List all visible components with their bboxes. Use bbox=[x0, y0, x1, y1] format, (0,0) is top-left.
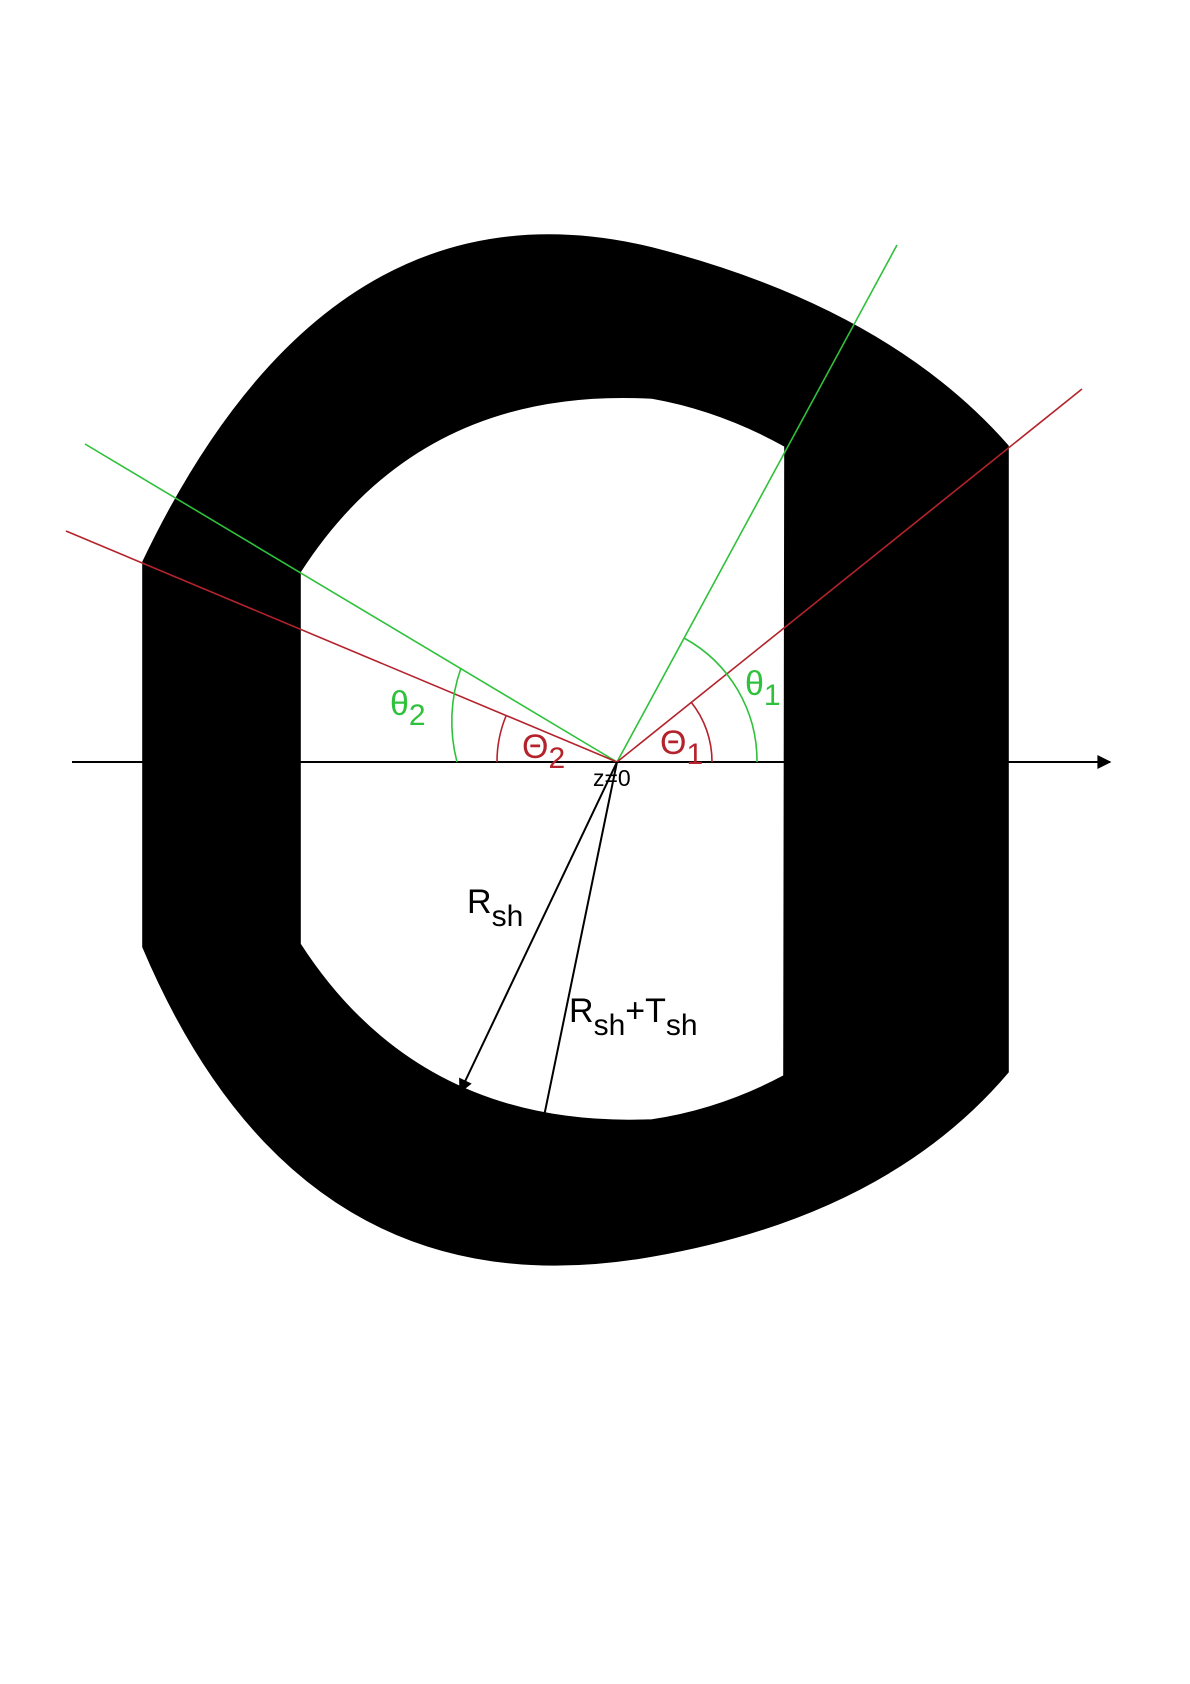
theta1-green-line bbox=[616, 244, 898, 763]
theta1-sub: 1 bbox=[764, 679, 781, 712]
Theta1-base: Θ bbox=[660, 724, 686, 762]
outer-radius-base: R bbox=[569, 992, 594, 1030]
Theta2-label: Θ2 bbox=[522, 728, 565, 775]
theta1-label: θ1 bbox=[745, 665, 781, 712]
theta2-sub: 2 bbox=[409, 699, 426, 732]
Theta2-sub: 2 bbox=[548, 742, 565, 775]
outer-radius-arrow bbox=[509, 761, 618, 1264]
theta2-base: θ bbox=[390, 685, 409, 723]
Theta1-sub: 1 bbox=[686, 738, 703, 771]
outer-radius-sub2: sh bbox=[666, 1009, 698, 1042]
inner-radius-label: Rsh bbox=[467, 883, 523, 933]
theta2-green-line bbox=[84, 443, 618, 763]
inner-radius-sub: sh bbox=[492, 900, 524, 933]
Theta1-label: Θ1 bbox=[660, 724, 703, 771]
origin-label: z=0 bbox=[593, 765, 631, 791]
Theta1-red-line bbox=[616, 388, 1083, 763]
Theta2-base: Θ bbox=[522, 728, 548, 766]
Theta1-arc bbox=[690, 701, 713, 763]
theta1-arc bbox=[683, 637, 758, 763]
shield-body bbox=[142, 234, 1009, 1266]
Theta2-red-line bbox=[65, 530, 618, 763]
inner-radius-arrow bbox=[459, 761, 618, 1094]
theta1-base: θ bbox=[745, 665, 764, 703]
theta2-arc bbox=[451, 667, 462, 763]
Theta2-arc bbox=[496, 715, 507, 763]
inner-radius-base: R bbox=[467, 883, 492, 921]
outer-radius-plus: +T bbox=[625, 992, 666, 1030]
outer-radius-sub1: sh bbox=[594, 1009, 626, 1042]
outer-radius-label: Rsh+Tsh bbox=[569, 992, 698, 1042]
theta2-label: θ2 bbox=[390, 685, 426, 732]
